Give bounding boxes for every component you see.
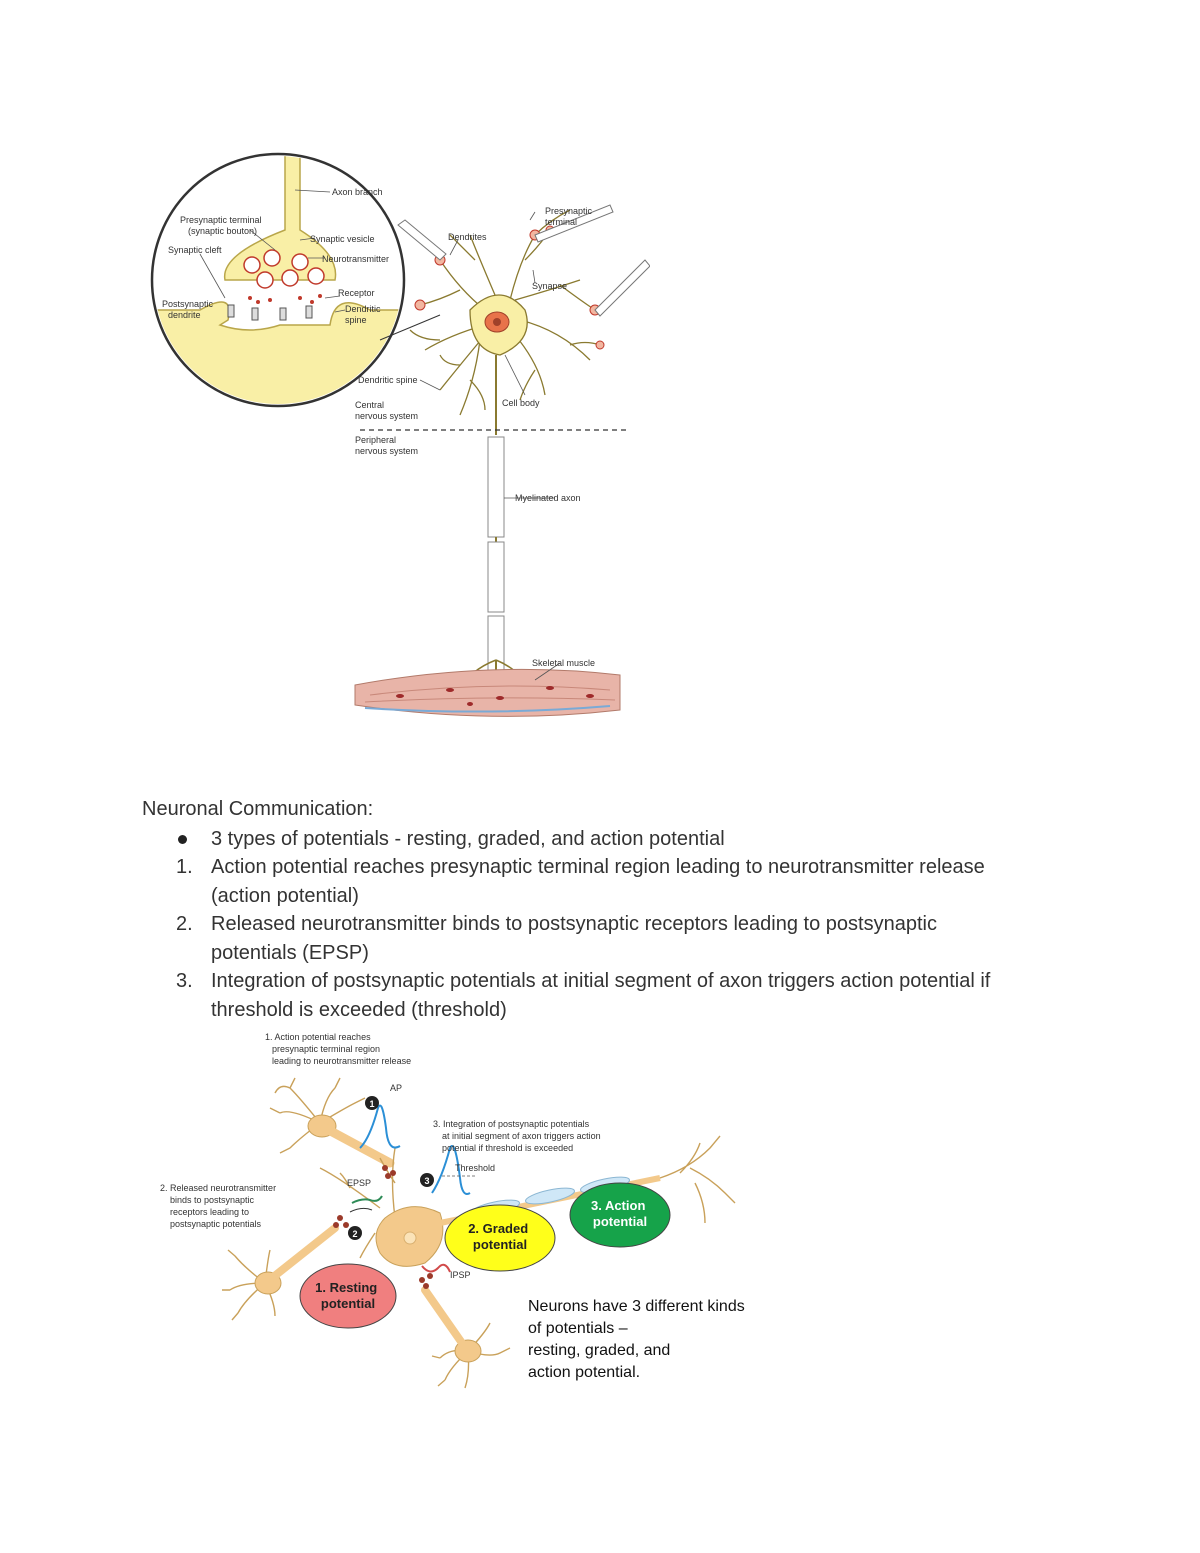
skeletal-muscle-shape — [354, 668, 621, 717]
label-dendritic-spine: Dendritic spine — [358, 375, 418, 385]
label-skeletal-muscle: Skeletal muscle — [532, 658, 595, 668]
svg-text:3: 3 — [424, 1176, 429, 1186]
marker-1: 1 — [365, 1096, 379, 1110]
label-synapse: Synapse — [532, 281, 567, 291]
svg-text:2. Graded potential: 2. Graded potential — [468, 1221, 532, 1252]
neuronal-potentials-figure: 1 2 3 AP Threshold EPSP IPSP 1. Action p… — [160, 1032, 749, 1389]
epsp-label: EPSP — [347, 1178, 371, 1188]
step-item-2: 2. Released neurotransmitter binds to po… — [142, 910, 1072, 967]
action-potential-trace — [359, 1104, 401, 1149]
label-dendritic-spine-zoom: Dendritic spine — [345, 304, 383, 325]
step-text-line: potentials (EPSP) — [211, 941, 369, 964]
label-neurotransmitter: Neurotransmitter — [322, 254, 389, 264]
potentials-summary: Neurons have 3 different kinds of potent… — [528, 1298, 749, 1381]
step-item-1: 1. Action potential reaches presynaptic … — [142, 853, 1072, 910]
label-postsynaptic-dendrite: Postsynaptic dendrite — [162, 299, 216, 320]
label-dendrites: Dendrites — [448, 232, 487, 242]
step-number: 1. — [176, 856, 193, 878]
svg-text:1. Resting potential: 1. Resting potential — [315, 1280, 381, 1311]
marker-3: 3 — [420, 1173, 434, 1187]
neuron-anatomy-figure: Axon branch Presynaptic terminal (synapt… — [150, 152, 650, 717]
ipsp-trace — [421, 1263, 451, 1273]
epsp-trace — [351, 1195, 383, 1204]
step-text-line: Integration of postsynaptic potentials a… — [211, 970, 991, 992]
bubble-action-potential: 3. Action potential — [569, 1182, 671, 1248]
notes-heading: Neuronal Communication: — [142, 798, 374, 820]
presynaptic-neuron-left — [222, 1249, 276, 1321]
synapse-zoom-inset — [150, 152, 406, 408]
step-item-3: 3. Integration of postsynaptic potential… — [142, 967, 1072, 1024]
step-text-line: threshold is exceeded (threshold) — [211, 998, 507, 1021]
receptors — [227, 304, 313, 321]
neuron-drawing — [409, 209, 601, 416]
notes-bullet-list: 3 types of potentials - resting, graded,… — [142, 825, 1072, 854]
step-text-line: Action potential reaches presynaptic ter… — [211, 856, 985, 878]
label-synaptic-vesicle: Synaptic vesicle — [310, 234, 375, 244]
svg-text:1: 1 — [369, 1099, 374, 1109]
label-cell-body: Cell body — [502, 398, 540, 408]
caption-step-1: 1. Action potential reaches presynaptic … — [265, 1032, 411, 1066]
notes-step-list: 1. Action potential reaches presynaptic … — [142, 853, 1072, 1024]
step-number: 3. — [176, 970, 193, 992]
svg-text:2: 2 — [352, 1229, 357, 1239]
ipsp-label: IPSP — [450, 1270, 471, 1280]
bubble-resting-potential: 1. Resting potential — [299, 1263, 397, 1329]
svg-text:3. Action potential: 3. Action potential — [591, 1198, 649, 1229]
label-presynaptic-terminal: Presynaptic terminal — [545, 206, 595, 227]
label-presynaptic-terminal-zoom: Presynaptic terminal (synaptic bouton) — [180, 215, 264, 236]
bubble-graded-potential: 2. Graded potential — [444, 1204, 556, 1272]
threshold-trace — [431, 1145, 471, 1195]
incoming-axons — [397, 204, 650, 317]
caption-step-2: 2. Released neurotransmitter binds to po… — [160, 1183, 279, 1229]
synaptic-vesicles — [243, 249, 325, 289]
bullet-item: 3 types of potentials - resting, graded,… — [142, 825, 1072, 854]
caption-step-3: 3. Integration of postsynaptic potential… — [433, 1119, 603, 1153]
label-receptor: Receptor — [338, 288, 375, 298]
label-axon-branch: Axon branch — [332, 187, 383, 197]
label-myelinated-axon: Myelinated axon — [515, 493, 581, 503]
threshold-label: Threshold — [455, 1163, 495, 1173]
marker-2: 2 — [348, 1226, 362, 1240]
step-number: 2. — [176, 913, 193, 935]
notes-section: Neuronal Communication: 3 types of poten… — [142, 795, 1072, 1024]
label-synaptic-cleft: Synaptic cleft — [168, 245, 222, 255]
label-peripheral-nervous-system: Peripheral nervous system — [355, 435, 418, 456]
step-text-line: (action potential) — [211, 884, 359, 907]
label-central-nervous-system: Central nervous system — [355, 400, 418, 421]
presynaptic-neuron-bottom — [431, 1322, 511, 1389]
ap-label: AP — [390, 1083, 402, 1093]
step-text-line: Released neurotransmitter binds to posts… — [211, 913, 937, 935]
